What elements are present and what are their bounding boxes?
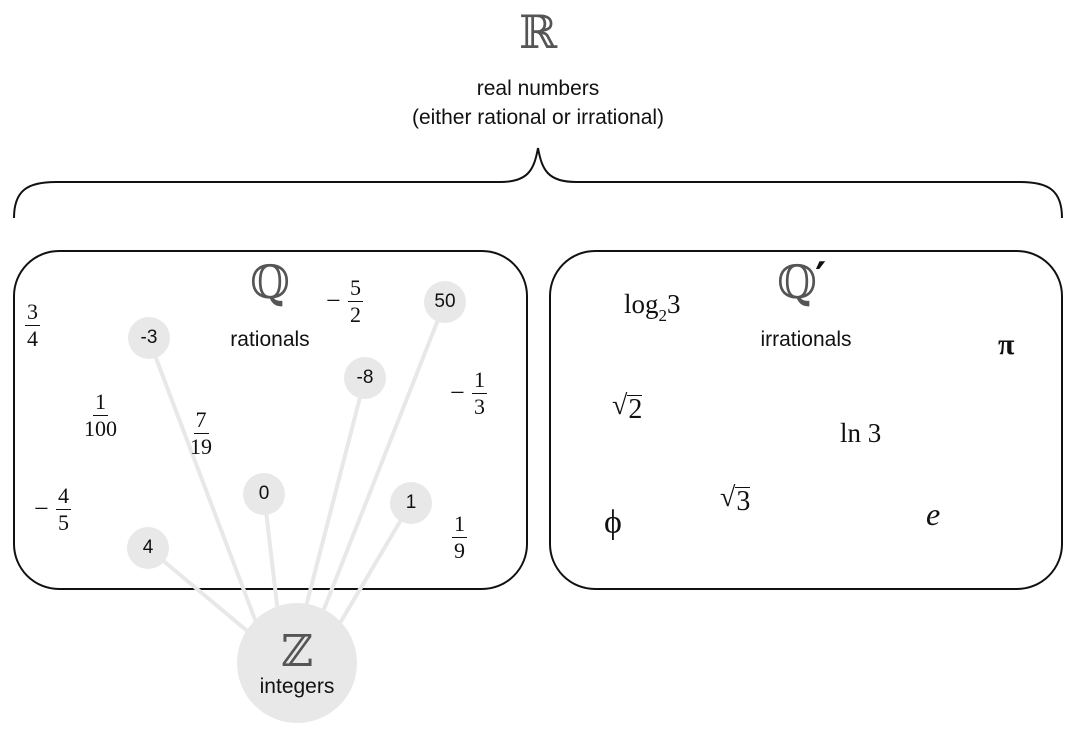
sqrt2: √2 [612,390,643,425]
integer-dot-neg3: -3 [128,317,170,359]
integers-circle: ℤ integers [237,603,357,723]
connector-1 [328,501,413,642]
fraction-numerator: 1 [452,511,467,538]
minus-sign: − [34,494,49,523]
phi-symbol: ϕ [604,504,622,541]
connector-50 [313,301,447,633]
fraction-denominator: 100 [84,416,117,441]
fraction-numerator: 3 [25,299,40,326]
fraction-numerator: 5 [348,275,363,302]
integer-dot-50: 50 [424,281,466,323]
fraction-denominator: 19 [190,434,212,459]
log-text: log [624,289,659,319]
minus-sign: − [450,378,465,407]
fraction-denominator: 5 [58,510,69,535]
log2-3: log23 [624,289,681,326]
fraction-numerator: 7 [193,407,209,434]
rationals-label: rationals [230,328,310,351]
fraction-3-4: 3 4 [25,300,40,351]
radical-sign: √ [720,482,736,513]
minus-sign: − [326,286,341,315]
integers-label: integers [259,675,335,698]
fraction-1-100: 1 100 [82,390,119,441]
integer-dot-1: 1 [390,482,432,524]
irrationals-q: ℚ [777,255,818,309]
sqrt-expression: √3 [720,482,751,517]
reals-label-line1: real numbers [476,77,600,100]
irrationals-symbol: ℚ′ [777,253,827,310]
fraction-neg-5-2: 5 2 [348,276,363,327]
integers-symbol: ℤ [280,626,314,677]
fraction-neg-4-5: 4 5 [56,484,71,535]
integer-dot-4: 4 [127,527,169,569]
fraction-denominator: 9 [454,538,465,563]
fraction-denominator: 2 [350,302,361,327]
radicand: 3 [735,486,751,517]
sqrt3: √3 [720,482,751,517]
sqrt-expression: √2 [612,390,643,425]
irrationals-box [549,250,1063,590]
connector-4 [146,546,260,642]
connector-neg8 [298,377,367,631]
integer-dot-neg8: -8 [344,357,386,399]
log-argument: 3 [667,289,681,319]
reals-label-line2: (either rational or irrational) [411,106,665,129]
pi-symbol: π [998,328,1015,361]
prime-mark: ′ [815,253,827,302]
fraction-7-19: 7 19 [188,408,214,459]
rationals-box [13,250,528,590]
e-symbol: e [926,496,941,532]
radical-sign: √ [612,390,628,421]
fraction-numerator: 1 [93,389,108,416]
integer-dot-0: 0 [243,473,285,515]
fraction-numerator: 4 [56,483,71,510]
ln3: ln 3 [840,418,882,448]
radicand: 2 [627,394,643,425]
reals-label: real numbers (either rational or irratio… [412,74,664,132]
fraction-numerator: 1 [472,367,487,394]
fraction-denominator: 4 [27,326,38,351]
reals-symbol: ℝ [518,5,558,59]
fraction-neg-1-3: 1 3 [472,368,487,419]
connector-neg3 [146,336,264,639]
rationals-symbol: ℚ [249,255,291,309]
log-subscript: 2 [658,306,668,325]
fraction-1-9: 1 9 [452,512,467,563]
fraction-denominator: 3 [474,394,485,419]
irrationals-label: irrationals [760,328,852,351]
